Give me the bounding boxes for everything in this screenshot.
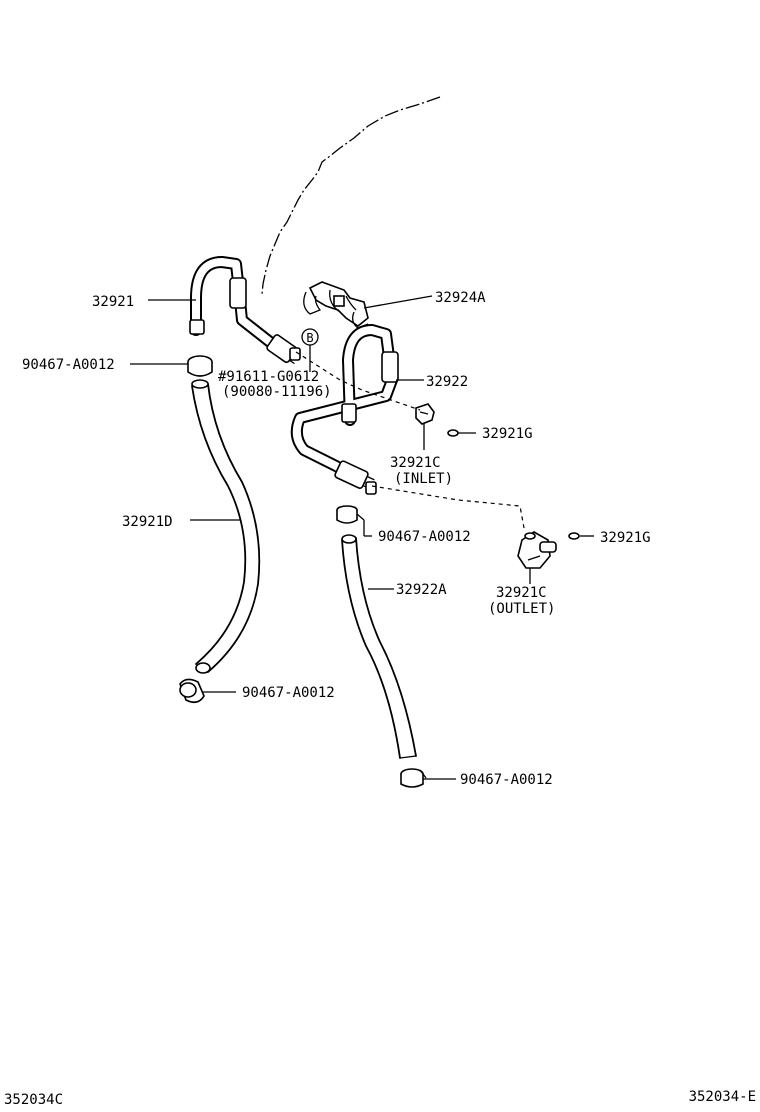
marker-b-text: B — [306, 331, 313, 345]
pipe-32921 — [189, 256, 301, 365]
label-90080: (90080-11196) — [222, 384, 332, 400]
clamp-90467-top — [187, 355, 213, 377]
label-90467-right-bottom: 90467-A0012 — [460, 772, 553, 788]
label-32921G-lower: 32921G — [600, 530, 651, 546]
label-32921D: 32921D — [122, 514, 173, 530]
marker-b: B — [301, 328, 319, 372]
label-32921C-inlet: 32921C — [390, 455, 441, 471]
engine-outline — [261, 96, 441, 295]
clamp-90467-right-bottom — [400, 768, 427, 788]
label-32924A: 32924A — [435, 290, 486, 306]
oring-32921G-upper — [447, 429, 459, 437]
pipe-32922 — [290, 324, 399, 495]
footer-left-code: 352034C — [4, 1092, 63, 1108]
label-32921C-outlet: 32921C — [496, 585, 547, 601]
clamp-90467-mid — [336, 505, 358, 524]
dashed-connections — [295, 351, 525, 529]
label-91611: #91611-G0612 — [218, 369, 319, 385]
valve-32921C-inlet — [415, 403, 435, 425]
label-32921G-upper: 32921G — [482, 426, 533, 442]
clamp-90467-left-bottom — [179, 678, 205, 704]
label-90467-top: 90467-A0012 — [22, 357, 115, 373]
leader-lines — [130, 295, 594, 780]
label-32922: 32922 — [426, 374, 468, 390]
footer-right-code: 352034-E — [689, 1089, 756, 1105]
oring-32921G-lower — [568, 532, 580, 540]
label-32922A: 32922A — [396, 582, 447, 598]
bracket-32924A — [303, 281, 369, 329]
label-outlet: (OUTLET) — [488, 601, 555, 617]
label-90467-mid: 90467-A0012 — [378, 529, 471, 545]
label-90467-left-bottom: 90467-A0012 — [242, 685, 335, 701]
hose-32922A — [341, 534, 417, 759]
part-labels: 32921 32924A 90467-A0012 #91611-G0612 (9… — [22, 290, 651, 788]
label-inlet: (INLET) — [394, 471, 453, 487]
valve-32921C-outlet — [517, 531, 557, 569]
label-32921: 32921 — [92, 294, 134, 310]
hose-32921D — [191, 379, 261, 674]
